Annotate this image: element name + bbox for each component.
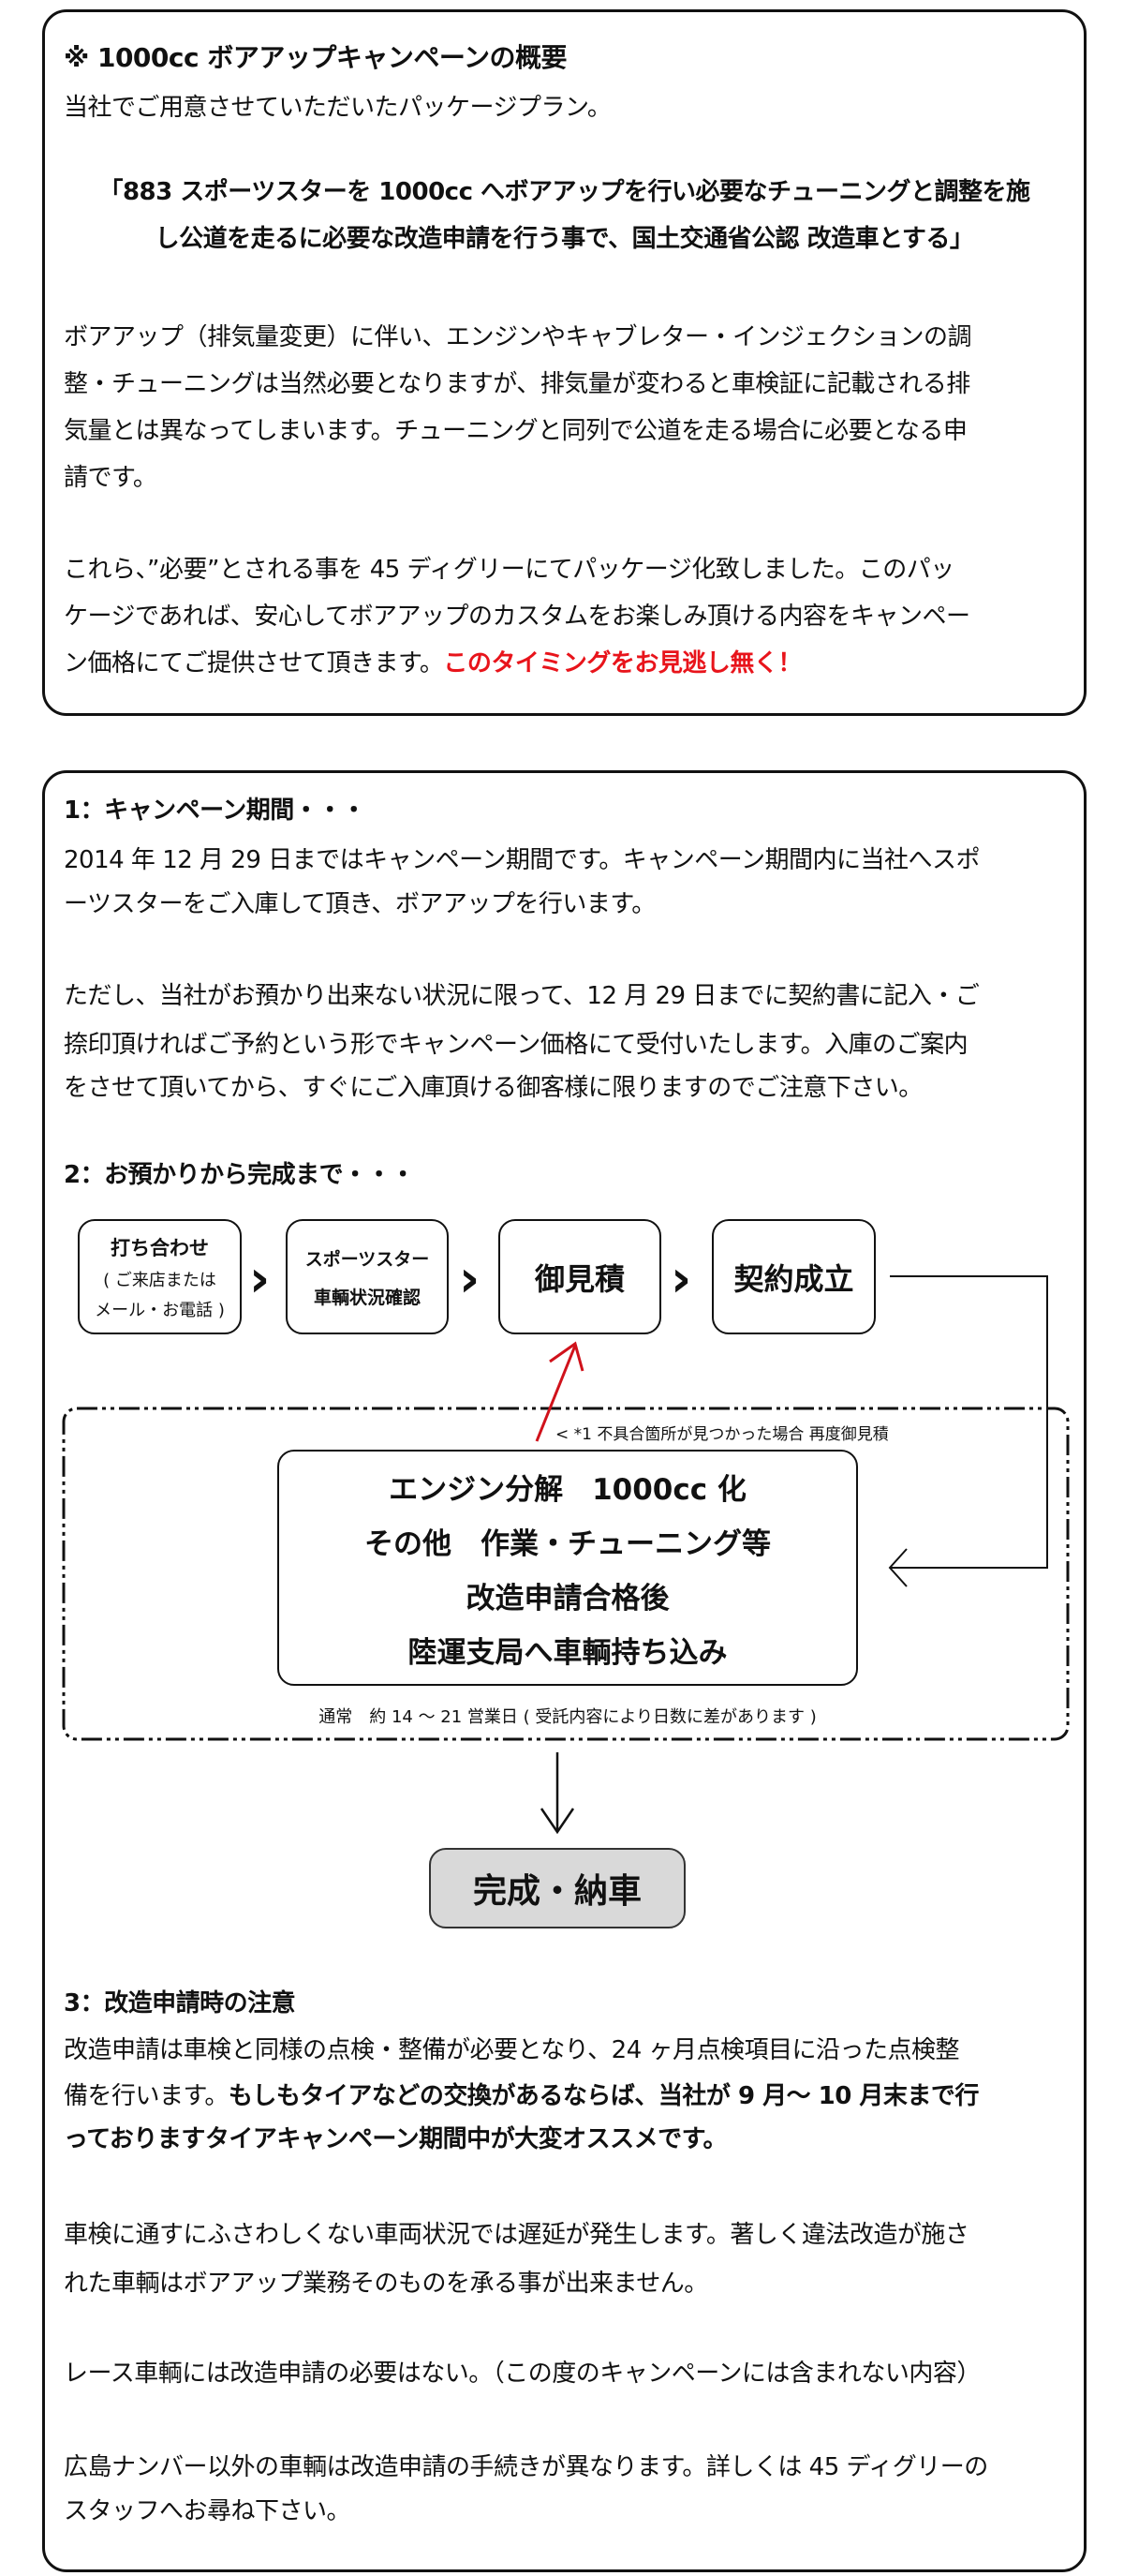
section1-line: をさせて頂いてから、すぐにご入庫頂ける御客様に限りますのでご注意下さい。 (64, 1074, 923, 1102)
chevron-right-icon: › (459, 1249, 481, 1308)
section3-text: 備を行います。 (64, 2082, 229, 2110)
section1-heading: 1：キャンペーン期間・・・ (64, 797, 366, 825)
duration-note: 通常 約 14 ～ 21 営業日 ( 受託内容により日数に差があります ) (318, 1707, 817, 1727)
step-sub: 車輌状況確認 (313, 1287, 421, 1308)
section3-heading: 3：改造申請時の注意 (64, 1989, 296, 2018)
section1-line: ーツスターをご入庫して頂き、ボアアップを行います。 (64, 890, 656, 918)
step-sub: メール・お電話 ) (95, 1300, 225, 1320)
up-arrowhead-icon (549, 1341, 584, 1372)
section3-line: スタッフへお尋ね下さい。 (64, 2497, 351, 2525)
step-contract: 契約成立 (712, 1219, 876, 1334)
work-line: エンジン分解 1000cc 化 (389, 1472, 747, 1507)
section2-heading: 2：お預かりから完成まで・・・ (64, 1161, 415, 1189)
overview-title: ※ 1000cc ボアアップキャンペーンの概要 (64, 42, 567, 73)
overview-body-line: 請です。 (64, 464, 157, 492)
section3-emphasis: もしもタイアなどの交換があるならば、当社が 9 月～ 10 月末まで行 (228, 2082, 979, 2110)
reestimate-arrow (535, 1345, 577, 1442)
overview-quote-line: 「883 スポーツスターを 1000cc へボアアップを行い必要なチューニングと… (98, 178, 1030, 206)
chevron-right-icon: › (249, 1249, 271, 1308)
completion-label: 完成・納車 (472, 1872, 642, 1911)
overview-intro: 当社でご用意させていただいたパッケージプラン。 (64, 94, 612, 122)
step-estimate: 御見積 (498, 1219, 661, 1334)
completion-box: 完成・納車 (429, 1848, 686, 1928)
overview-box (42, 9, 1087, 716)
section3-line: レース車輌には改造申請の必要はない。（この度のキャンペーンには含まれない内容） (64, 2360, 981, 2388)
return-line (890, 1275, 1048, 1569)
down-arrowhead-icon (540, 1808, 575, 1835)
step-meeting: 打ち合わせ ( ご来店または メール・お電話 ) (78, 1219, 242, 1334)
overview-highlight: このタイミングをお見逃し無く！ (443, 649, 802, 678)
overview-body-line: 整・チューニングは当然必要となりますが、排気量が変わると車検証に記載される排 (64, 370, 970, 398)
overview-body-line: ボアアップ（排気量変更）に伴い、エンジンやキャブレター・インジェクションの調 (64, 323, 972, 351)
step-vehicle-check: スポーツスター 車輌状況確認 (286, 1219, 449, 1334)
section3-line: 車検に通すにふさわしくない車両状況では遅延が発生します。著しく違法改造が施さ (64, 2221, 969, 2249)
reestimate-note: < *1 不具合箇所が見つかった場合 再度御見積 (555, 1425, 889, 1444)
overview-body-line: ケージであれば、安心してボアアップのカスタムをお楽しみ頂ける内容をキャンペー (64, 603, 970, 631)
section3-line: 備を行います。もしもタイアなどの交換があるならば、当社が 9 月～ 10 月末ま… (64, 2079, 979, 2113)
overview-body-line: 気量とは異なってしまいます。チューニングと同列で公道を走る場合に必要となる申 (64, 417, 968, 445)
work-dashed-frame (62, 1407, 1070, 1741)
chevron-right-icon: › (671, 1249, 692, 1308)
section1-line: 捺印頂ければご予約という形でキャンペーン価格にて受付いたします。入庫のご案内 (64, 1031, 969, 1059)
overview-quote-line: し公道を走るに必要な改造申請を行う事で、国土交通省公認 改造車とする」 (155, 225, 974, 253)
left-arrowhead-icon (888, 1548, 908, 1587)
details-box (42, 770, 1087, 2572)
section1-line: ただし、当社がお預かり出来ない状況に限って、12 月 29 日までに契約書に記入… (64, 982, 980, 1010)
step-title: 御見積 (534, 1260, 625, 1297)
section3-line: 広島ナンバー以外の車輌は改造申請の手続きが異なります。詳しくは 45 ディグリー… (64, 2453, 988, 2481)
step-title: スポーツスター (304, 1248, 430, 1270)
work-line: その他 作業・チューニング等 (364, 1526, 771, 1561)
step-title: 契約成立 (733, 1260, 854, 1297)
work-line: 改造申請合格後 (466, 1581, 670, 1616)
section3-emphasis: っておりますタイアキャンペーン期間中が大変オススメです。 (64, 2125, 728, 2153)
section3-line: 改造申請は車検と同様の点検・整備が必要となり、24 ヶ月点検項目に沿った点検整 (64, 2036, 960, 2064)
work-box: エンジン分解 1000cc 化 その他 作業・チューニング等 改造申請合格後 陸… (277, 1450, 858, 1686)
section1-line: 2014 年 12 月 29 日まではキャンペーン期間です。キャンペーン期間内に… (64, 846, 980, 874)
overview-body-text: ン価格にてご提供させて頂きます。 (64, 649, 444, 678)
overview-body-line: ン価格にてご提供させて頂きます。このタイミングをお見逃し無く！ (64, 647, 802, 680)
overview-body-line: これら、”必要”とされる事を 45 ディグリーにてパッケージ化致しました。このパ… (64, 556, 954, 584)
work-line: 陸運支局へ車輌持ち込み (407, 1635, 728, 1670)
step-sub: ( ご来店または (103, 1270, 216, 1290)
section3-line: れた車輌はボアアップ業務そのものを承る事が出来ません。 (64, 2270, 708, 2298)
step-title: 打ち合わせ (111, 1236, 209, 1259)
